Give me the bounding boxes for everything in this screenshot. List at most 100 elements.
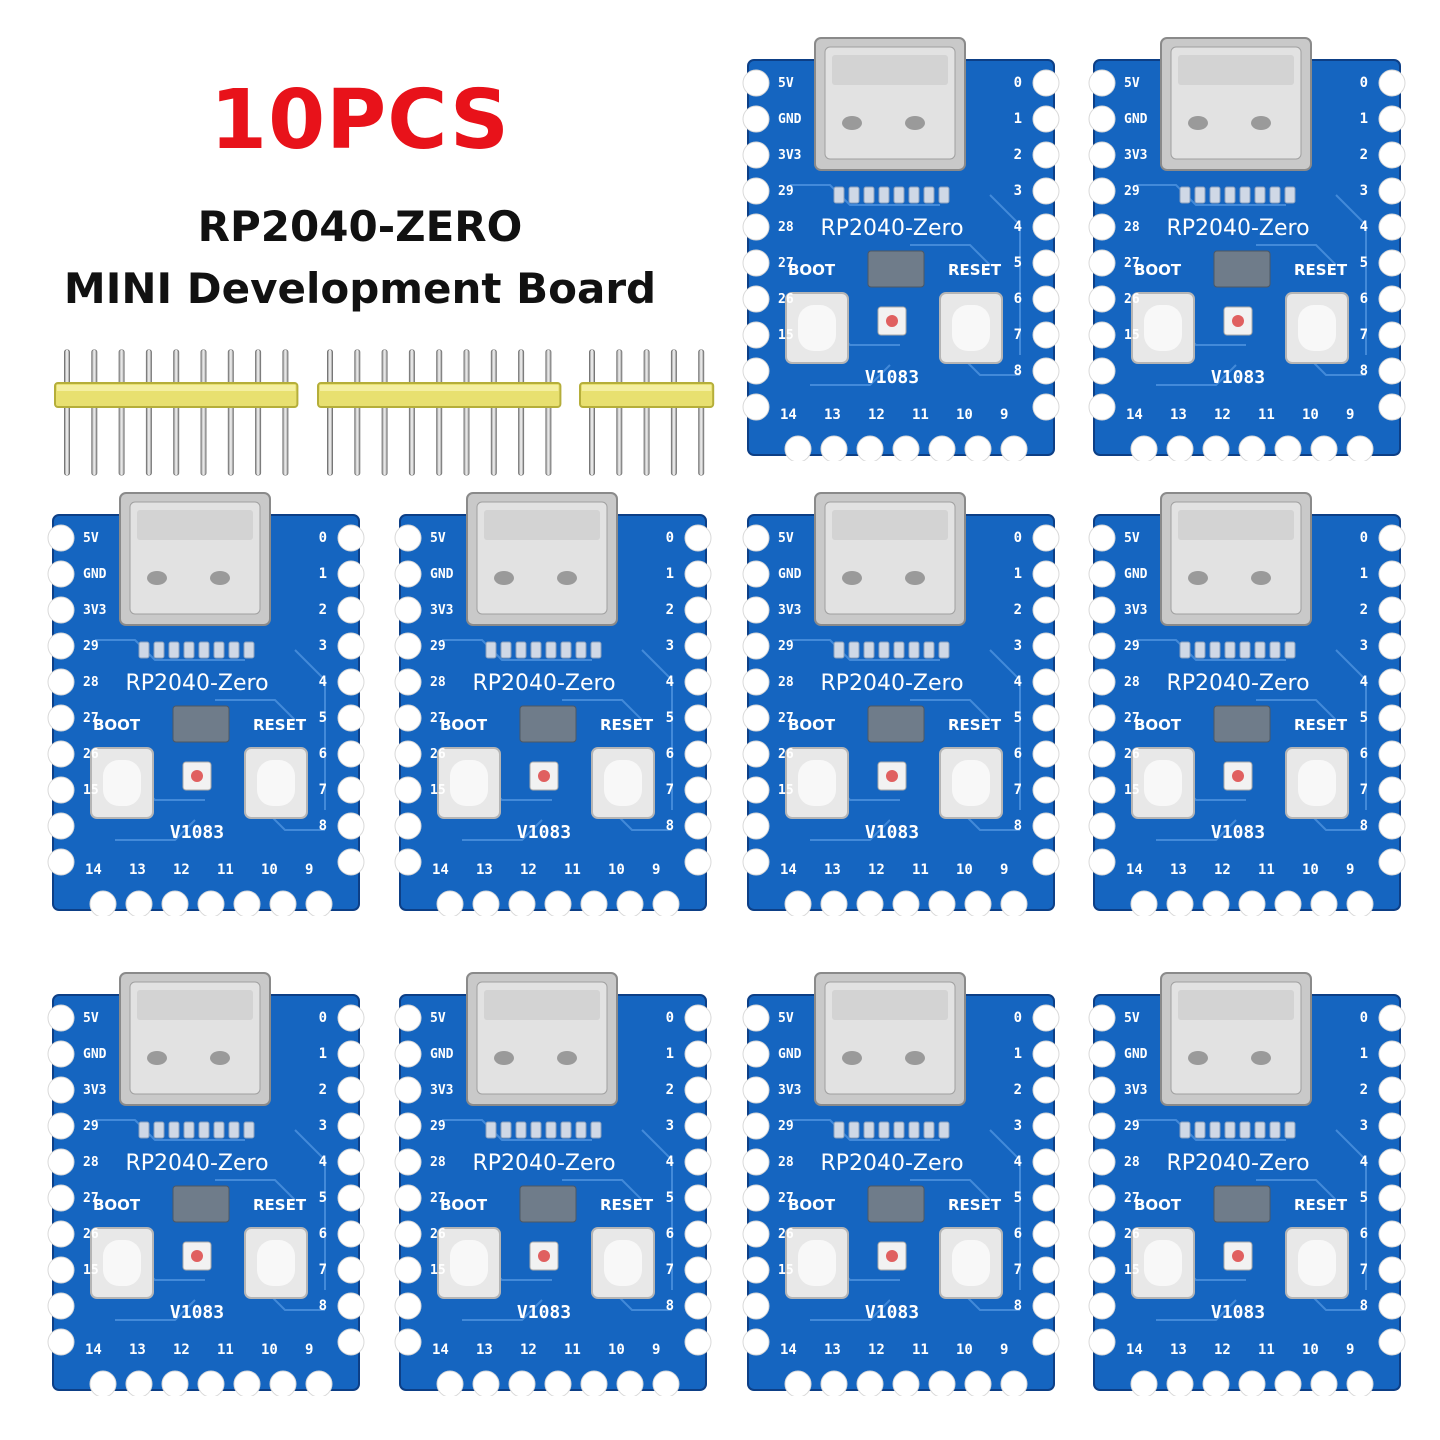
svg-text:GND: GND	[1124, 112, 1148, 127]
quantity-headline: 10PCS	[210, 73, 510, 168]
svg-text:13: 13	[1170, 407, 1187, 423]
svg-text:26: 26	[430, 747, 446, 762]
svg-text:BOOT: BOOT	[93, 1196, 141, 1214]
svg-text:4: 4	[1360, 1154, 1368, 1170]
svg-text:RP2040-Zero: RP2040-Zero	[1166, 671, 1309, 696]
svg-text:13: 13	[824, 1342, 841, 1358]
svg-text:V1083: V1083	[865, 1302, 919, 1323]
svg-text:8: 8	[1014, 363, 1022, 379]
svg-text:14: 14	[432, 862, 449, 878]
svg-text:11: 11	[1258, 1342, 1275, 1358]
svg-text:8: 8	[1360, 1298, 1368, 1314]
svg-text:5: 5	[1360, 255, 1368, 271]
svg-text:GND: GND	[83, 1047, 107, 1062]
svg-text:7: 7	[1014, 1262, 1022, 1278]
svg-text:29: 29	[83, 639, 99, 654]
svg-text:13: 13	[1170, 862, 1187, 878]
svg-text:5V: 5V	[778, 76, 794, 91]
svg-text:7: 7	[1360, 782, 1368, 798]
svg-text:2: 2	[319, 1082, 327, 1098]
svg-text:3V3: 3V3	[778, 603, 801, 618]
svg-text:28: 28	[83, 675, 99, 690]
svg-text:5V: 5V	[83, 1011, 99, 1026]
svg-text:29: 29	[1124, 1119, 1140, 1134]
svg-text:8: 8	[666, 1298, 674, 1314]
svg-text:RESET: RESET	[600, 716, 654, 734]
svg-text:1: 1	[1360, 111, 1368, 127]
svg-text:1: 1	[1014, 566, 1022, 582]
svg-text:GND: GND	[430, 1047, 454, 1062]
svg-text:7: 7	[1014, 327, 1022, 343]
svg-text:GND: GND	[1124, 1047, 1148, 1062]
svg-text:27: 27	[83, 1191, 99, 1206]
svg-text:RESET: RESET	[948, 261, 1002, 279]
svg-text:15: 15	[430, 1263, 446, 1278]
svg-text:13: 13	[476, 862, 493, 878]
svg-text:10: 10	[956, 1342, 973, 1358]
svg-text:27: 27	[778, 1191, 794, 1206]
svg-text:14: 14	[780, 862, 797, 878]
svg-text:6: 6	[1014, 1226, 1022, 1242]
svg-text:2: 2	[1360, 1082, 1368, 1098]
svg-text:4: 4	[1014, 219, 1022, 235]
svg-text:28: 28	[778, 220, 794, 235]
svg-text:6: 6	[1014, 746, 1022, 762]
svg-text:BOOT: BOOT	[1134, 261, 1182, 279]
svg-text:12: 12	[1214, 407, 1231, 423]
svg-text:5: 5	[1014, 1190, 1022, 1206]
svg-text:GND: GND	[778, 1047, 802, 1062]
svg-text:29: 29	[1124, 639, 1140, 654]
svg-text:6: 6	[1360, 291, 1368, 307]
svg-text:RESET: RESET	[948, 1196, 1002, 1214]
svg-text:5V: 5V	[430, 531, 446, 546]
svg-text:1: 1	[319, 566, 327, 582]
svg-text:RESET: RESET	[1294, 1196, 1348, 1214]
svg-text:26: 26	[430, 1227, 446, 1242]
svg-text:14: 14	[85, 862, 102, 878]
svg-text:12: 12	[173, 1342, 190, 1358]
svg-text:29: 29	[778, 1119, 794, 1134]
svg-text:11: 11	[564, 862, 581, 878]
svg-text:9: 9	[1346, 862, 1354, 878]
svg-text:BOOT: BOOT	[93, 716, 141, 734]
svg-text:12: 12	[1214, 1342, 1231, 1358]
svg-text:9: 9	[1000, 407, 1008, 423]
svg-text:12: 12	[868, 407, 885, 423]
svg-text:3V3: 3V3	[1124, 603, 1147, 618]
svg-text:2: 2	[666, 602, 674, 618]
svg-text:10: 10	[1302, 407, 1319, 423]
svg-text:1: 1	[1014, 1046, 1022, 1062]
svg-text:13: 13	[1170, 1342, 1187, 1358]
svg-text:12: 12	[173, 862, 190, 878]
pin-headers-svg	[54, 349, 715, 476]
product-name: RP2040-ZERO	[197, 202, 523, 251]
svg-text:13: 13	[824, 862, 841, 878]
svg-text:15: 15	[778, 783, 794, 798]
svg-text:11: 11	[1258, 862, 1275, 878]
svg-text:2: 2	[319, 602, 327, 618]
svg-text:V1083: V1083	[170, 1302, 224, 1323]
svg-text:RP2040-Zero: RP2040-Zero	[472, 671, 615, 696]
svg-text:3: 3	[319, 1118, 327, 1134]
svg-text:1: 1	[319, 1046, 327, 1062]
svg-text:26: 26	[778, 1227, 794, 1242]
svg-text:2: 2	[1014, 147, 1022, 163]
svg-text:RP2040-Zero: RP2040-Zero	[820, 216, 963, 241]
svg-text:RESET: RESET	[948, 716, 1002, 734]
svg-text:14: 14	[85, 1342, 102, 1358]
svg-text:28: 28	[1124, 675, 1140, 690]
svg-text:4: 4	[319, 1154, 327, 1170]
svg-text:9: 9	[305, 1342, 313, 1358]
svg-text:2: 2	[1014, 1082, 1022, 1098]
svg-text:10: 10	[261, 862, 278, 878]
svg-text:RP2040-Zero: RP2040-Zero	[1166, 1151, 1309, 1176]
svg-text:1: 1	[666, 1046, 674, 1062]
svg-text:0: 0	[666, 530, 674, 546]
svg-text:5: 5	[319, 1190, 327, 1206]
svg-text:9: 9	[1346, 407, 1354, 423]
svg-text:26: 26	[778, 292, 794, 307]
svg-text:13: 13	[129, 862, 146, 878]
